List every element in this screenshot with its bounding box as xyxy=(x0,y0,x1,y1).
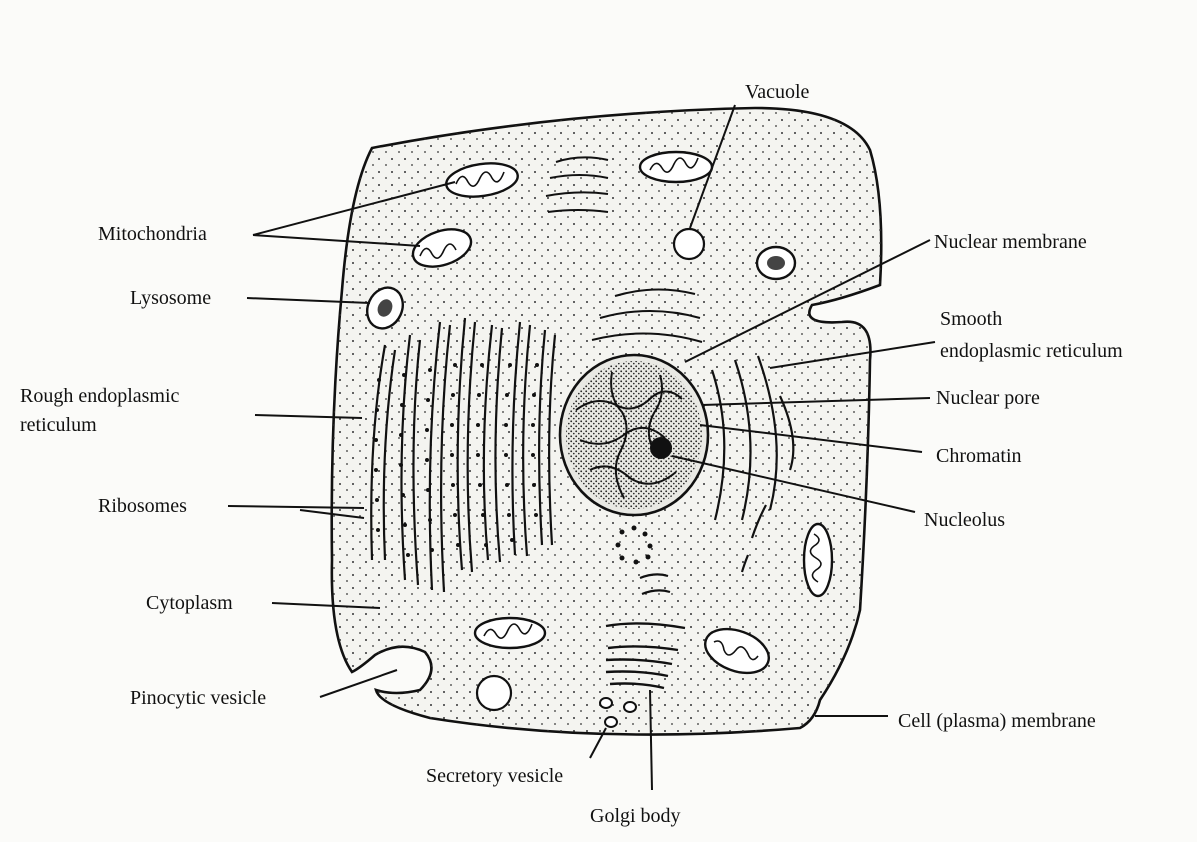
mitochondrion xyxy=(804,524,832,596)
label-pinocytic-vesicle: Pinocytic vesicle xyxy=(130,687,266,709)
label-nuclear-pore: Nuclear pore xyxy=(936,387,1040,409)
label-cell-membrane: Cell (plasma) membrane xyxy=(898,710,1096,732)
nucleolus xyxy=(650,437,672,459)
vacuole xyxy=(477,676,511,710)
nucleus xyxy=(560,355,708,515)
label-rough-er-line1: Rough endoplasmic xyxy=(20,385,180,407)
label-chromatin: Chromatin xyxy=(936,445,1022,467)
mitochondrion xyxy=(640,152,712,182)
label-nuclear-membrane: Nuclear membrane xyxy=(934,231,1087,253)
label-golgi-body: Golgi body xyxy=(590,805,681,827)
lysosome xyxy=(757,247,795,279)
label-smooth-er-line2: endoplasmic reticulum xyxy=(940,340,1123,362)
label-lysosome: Lysosome xyxy=(130,287,211,309)
label-smooth-er-line1: Smooth xyxy=(940,308,1002,330)
label-rough-er-line2: reticulum xyxy=(20,414,97,436)
vacuole xyxy=(674,229,704,259)
label-ribosomes: Ribosomes xyxy=(98,495,187,517)
mitochondrion xyxy=(475,618,545,648)
label-vacuole: Vacuole xyxy=(745,81,810,103)
label-cytoplasm: Cytoplasm xyxy=(146,592,233,614)
label-secretory-vesicle: Secretory vesicle xyxy=(426,765,563,787)
label-mitochondria: Mitochondria xyxy=(98,223,207,245)
label-nucleolus: Nucleolus xyxy=(924,509,1005,531)
